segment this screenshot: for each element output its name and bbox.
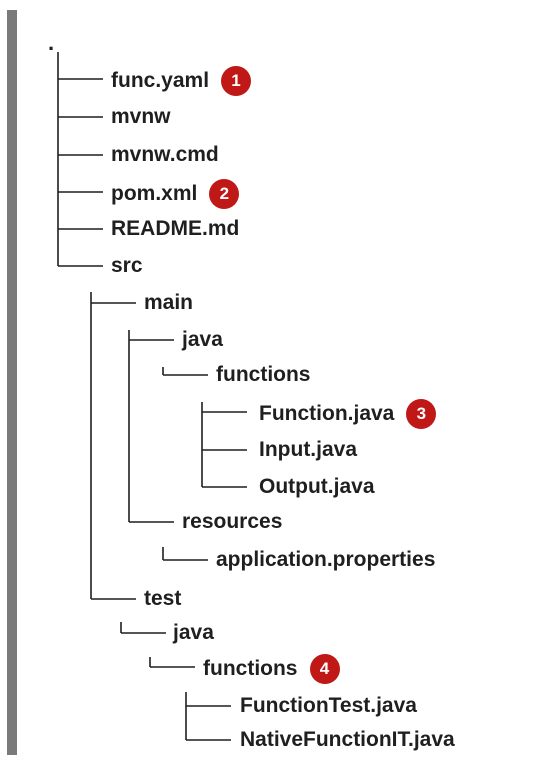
tree-item-readme: README.md bbox=[111, 216, 239, 242]
tree-item-functiontest-java: FunctionTest.java bbox=[240, 693, 417, 719]
tree-item-label: src bbox=[111, 254, 143, 277]
tree-item-label: mvnw.cmd bbox=[111, 143, 219, 166]
tree-item-function-java: Function.java 3 bbox=[259, 399, 437, 429]
tree-item-label: func.yaml bbox=[111, 69, 210, 92]
tree-item-label: README.md bbox=[111, 217, 240, 240]
tree-item-label: java bbox=[173, 621, 214, 644]
tree-root: . bbox=[48, 30, 55, 55]
tree-item-label: Output.java bbox=[259, 475, 375, 498]
tree-item-label: Function.java bbox=[259, 402, 395, 425]
tree-item-label: pom.xml bbox=[111, 182, 198, 205]
callout-badge: 4 bbox=[309, 654, 340, 684]
tree-item-label: mvnw bbox=[111, 105, 171, 128]
callout-badge: 3 bbox=[406, 399, 437, 429]
left-margin-bar bbox=[7, 10, 17, 755]
tree-item-mvnw-cmd: mvnw.cmd bbox=[111, 142, 219, 168]
tree-item-test-functions: functions 4 bbox=[203, 654, 340, 684]
tree-item-application-properties: application.properties bbox=[216, 547, 435, 573]
tree-item-src: src bbox=[111, 253, 143, 279]
tree-item-output-java: Output.java bbox=[259, 474, 375, 500]
tree-item-input-java: Input.java bbox=[259, 437, 357, 463]
tree-item-label: NativeFunctionIT.java bbox=[240, 728, 455, 751]
tree-item-test: test bbox=[144, 586, 181, 612]
tree-item-label: application.properties bbox=[216, 548, 436, 571]
tree-item-nativefunctionit-java: NativeFunctionIT.java bbox=[240, 727, 455, 753]
tree-item-func-yaml: func.yaml 1 bbox=[111, 66, 252, 96]
tree-item-main: main bbox=[144, 290, 193, 316]
tree-item-label: FunctionTest.java bbox=[240, 694, 417, 717]
tree-item-label: resources bbox=[182, 510, 283, 533]
tree-item-label: test bbox=[144, 587, 182, 610]
tree-item-label: main bbox=[144, 291, 194, 314]
tree-item-label: functions bbox=[216, 363, 311, 386]
tree-item-test-java: java bbox=[173, 620, 214, 646]
tree-item-functions: functions bbox=[216, 362, 311, 388]
tree-item-label: functions bbox=[203, 657, 298, 680]
tree-item-label: java bbox=[182, 328, 223, 351]
tree-item-mvnw: mvnw bbox=[111, 104, 171, 130]
callout-badge: 1 bbox=[221, 66, 252, 96]
callout-badge: 2 bbox=[209, 179, 240, 209]
tree-item-java: java bbox=[182, 327, 223, 353]
tree-item-pom-xml: pom.xml 2 bbox=[111, 179, 240, 209]
tree-item-label: Input.java bbox=[259, 438, 358, 461]
tree-item-resources: resources bbox=[182, 509, 282, 535]
